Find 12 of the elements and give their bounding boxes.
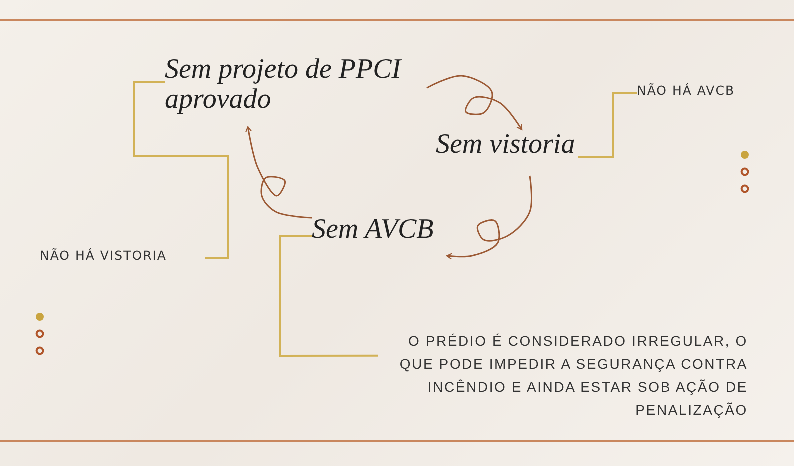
leader-line <box>578 92 637 158</box>
note-text: NÃO HÁ VISTORIA <box>40 248 168 263</box>
step-label: Sem projeto de PPCI aprovado <box>165 55 404 115</box>
curly-arrow <box>246 126 312 219</box>
leader-line <box>133 81 229 259</box>
curly-arrow <box>446 176 532 260</box>
curly-arrow <box>426 75 523 131</box>
note-text: NÃO HÁ AVCB <box>637 83 736 98</box>
description-text: O PRÉDIO É CONSIDERADO IRREGULAR, O QUE PODE IMPEDIR A SEGURANÇA CONTRA INCÊNDIO E AINDA ESTAR SOB AÇÃO DE PENALIZAÇÃO <box>398 332 748 420</box>
step-label: Sem vistoria <box>436 130 576 160</box>
leader-line <box>279 235 378 357</box>
step-label: Sem AVCB <box>312 215 435 245</box>
